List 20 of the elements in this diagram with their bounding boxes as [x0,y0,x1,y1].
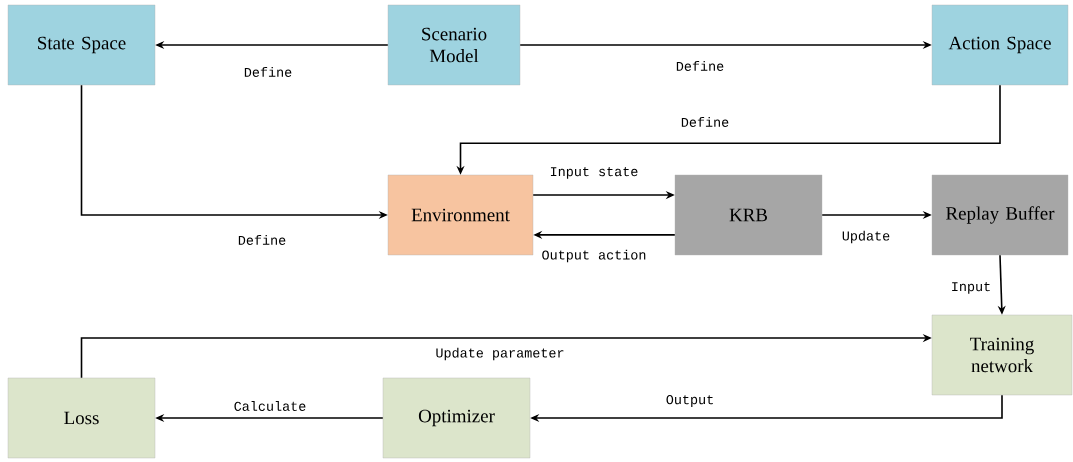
process-box: Environment [387,174,534,256]
process-box: Optimizer [382,377,531,459]
process-box: Action Space [931,4,1069,86]
edge-label: Define [674,60,726,72]
edge-label: Output action [540,248,648,264]
process-box: Scenario Model [387,4,521,86]
edge-label: Input state [548,166,640,180]
process-box: KRB [674,174,823,256]
edge-label: Update parameter [434,346,566,362]
edge-label: Define [679,116,731,128]
edge-label: Input [949,281,993,295]
edge-label: Update [840,229,892,245]
edge-label: Calculate [232,400,308,412]
process-box: State Space [7,4,156,86]
edge-label: Define [236,234,288,246]
process-box: Replay Buffer [931,174,1069,256]
edge-label: Define [242,66,294,78]
edge-label: Output [664,394,716,408]
process-box: Loss [7,377,156,459]
process-box: Training network [931,314,1073,396]
